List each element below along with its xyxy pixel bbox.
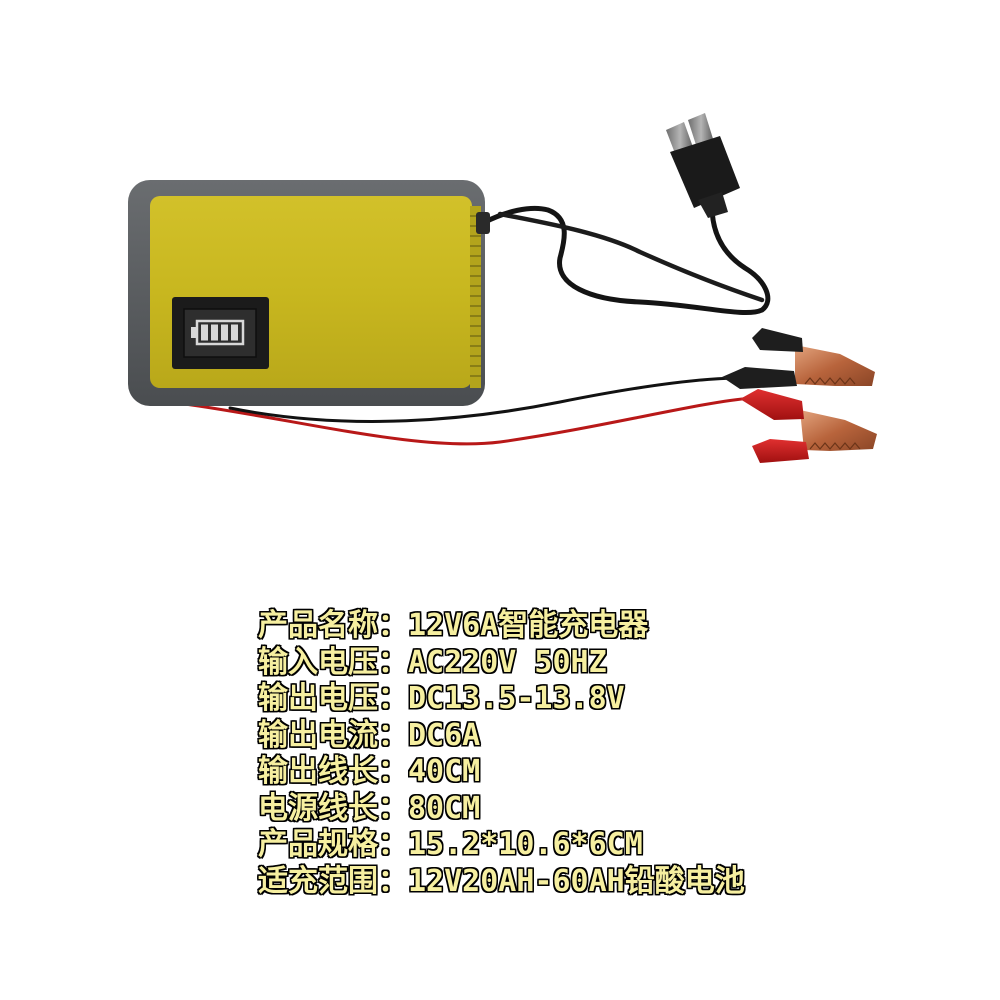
spec-value: DC13.5-13.8V: [408, 681, 625, 716]
spec-label: 适充范围：: [258, 863, 408, 899]
spec-label: 产品名称：: [258, 608, 408, 643]
spec-label: 输出电压：: [258, 681, 408, 716]
spec-list: 产品名称：12V6A智能充电器 输入电压：AC220V 50HZ 输出电压：DC…: [258, 608, 958, 900]
spec-label: 输出线长：: [258, 754, 408, 789]
spec-value: AC220V 50HZ: [408, 644, 607, 680]
power-cord-loop: [497, 211, 765, 303]
black-clip: [722, 328, 875, 389]
power-cord: [482, 203, 771, 316]
spec-product-name: 产品名称：12V6A智能充电器: [258, 608, 958, 645]
black-clip-lower-handle: [722, 367, 797, 389]
charger-display: [172, 297, 269, 369]
spec-value: 40CM: [408, 754, 481, 789]
charger-product-photo: [128, 113, 877, 463]
battery-bar: [231, 324, 238, 341]
cord-grommet: [476, 212, 490, 234]
spec-label: 产品规格：: [258, 827, 408, 862]
red-clip-upper-handle: [740, 389, 804, 420]
plug-prong-right: [688, 113, 714, 148]
spec-label: 输入电压：: [258, 644, 408, 680]
battery-terminal-icon: [191, 327, 197, 338]
spec-value: 12V20AH-60AH铅酸电池: [408, 863, 745, 899]
black-wire: [228, 376, 744, 423]
black-clip-jaws: [795, 345, 875, 386]
red-clip-lower-handle: [752, 439, 809, 463]
spec-label: 输出电流：: [258, 717, 408, 753]
spec-output-current: 输出电流：DC6A: [258, 718, 958, 755]
spec-applicable-range: 适充范围：12V20AH-60AH铅酸电池: [258, 864, 958, 901]
battery-bar: [221, 324, 228, 341]
spec-output-cable-length: 输出线长：40CM: [258, 754, 958, 791]
output-wires: [183, 376, 754, 446]
charger-body: [128, 180, 490, 406]
spec-value: 12V6A智能充电器: [408, 608, 649, 643]
spec-power-cable-length: 电源线长：80CM: [258, 791, 958, 828]
black-clip-teeth: [804, 377, 856, 385]
battery-level-bars: [201, 324, 238, 341]
charger-vent-ridges: [470, 215, 481, 377]
spec-label: 电源线长：: [258, 790, 408, 826]
red-wire: [183, 396, 754, 446]
spec-output-voltage: 输出电压：DC13.5-13.8V: [258, 681, 958, 718]
spec-value: DC6A: [408, 717, 481, 753]
power-plug: [666, 113, 740, 218]
spec-dimensions: 产品规格：15.2*10.6*6CM: [258, 827, 958, 864]
black-clip-upper-handle: [752, 328, 803, 352]
battery-bar: [211, 324, 218, 341]
plug-body: [670, 136, 740, 208]
spec-value: 15.2*10.6*6CM: [408, 827, 643, 862]
red-clip-teeth: [809, 442, 861, 450]
power-cord-strand: [482, 203, 771, 316]
battery-bar: [201, 324, 208, 341]
spec-input-voltage: 输入电压：AC220V 50HZ: [258, 645, 958, 682]
charger-vent-strip: [470, 206, 481, 388]
plug-strain-relief: [698, 192, 728, 218]
red-clip: [740, 389, 877, 463]
red-clip-jaws: [800, 410, 877, 451]
spec-value: 80CM: [408, 790, 481, 826]
